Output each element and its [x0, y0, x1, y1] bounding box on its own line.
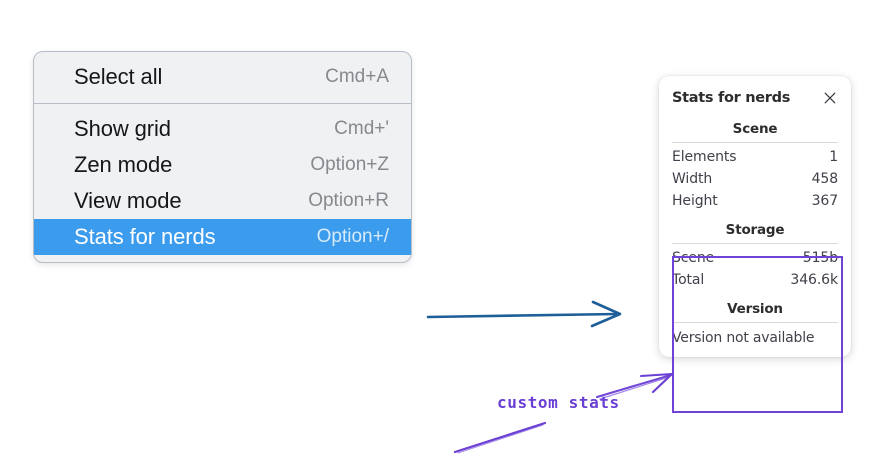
- menu-item-view-mode[interactable]: View mode Option+R: [34, 183, 411, 219]
- stats-panel-body: Scene Elements 1 Width 458 Height 367 St…: [659, 111, 851, 347]
- stats-panel-header: Stats for nerds: [659, 85, 851, 111]
- menu-item-shortcut: Option+R: [308, 190, 389, 211]
- menu-item-label: Select all: [74, 64, 163, 89]
- close-icon[interactable]: [821, 89, 839, 107]
- stats-row-value: 346.6k: [790, 272, 838, 288]
- stats-row-height: Height 367: [672, 190, 838, 212]
- section-heading: Storage: [725, 222, 785, 238]
- stats-row-width: Width 458: [672, 168, 838, 190]
- menu-item-label: Show grid: [74, 116, 171, 141]
- menu-item-stats-for-nerds[interactable]: Stats for nerds Option+/: [34, 219, 411, 255]
- stats-row-value: 458: [811, 171, 839, 187]
- stats-row-elements: Elements 1: [672, 146, 838, 168]
- section-rule: [672, 322, 838, 323]
- stats-row-key: Total: [672, 272, 705, 288]
- canvas-context-menu[interactable]: Select all Cmd+A Show grid Cmd+' Zen mod…: [33, 51, 412, 263]
- stats-row-key: Height: [672, 193, 718, 209]
- stats-section-version: Version Version not available: [672, 291, 838, 347]
- flow-arrow-icon: [426, 300, 622, 328]
- menu-group-view: Show grid Cmd+' Zen mode Option+Z View m…: [34, 104, 411, 262]
- section-heading: Version: [727, 301, 783, 317]
- menu-item-shortcut: Option+Z: [310, 154, 389, 175]
- section-rule: [672, 243, 838, 244]
- annotation-underline-stroke: [453, 421, 547, 454]
- menu-item-label: Zen mode: [74, 152, 173, 177]
- menu-divider: [34, 103, 411, 104]
- stats-panel-title: Stats for nerds: [672, 90, 791, 106]
- menu-item-label: Stats for nerds: [74, 224, 216, 249]
- section-rule: [672, 142, 838, 143]
- menu-item-show-grid[interactable]: Show grid Cmd+': [34, 111, 411, 147]
- stats-row-storage-scene: Scene 515b: [672, 247, 838, 269]
- stats-row-storage-total: Total 346.6k: [672, 269, 838, 291]
- menu-group-selection: Select all Cmd+A: [34, 52, 411, 103]
- stats-row-value: 515b: [802, 250, 838, 266]
- menu-item-zen-mode[interactable]: Zen mode Option+Z: [34, 147, 411, 183]
- menu-item-select-all[interactable]: Select all Cmd+A: [34, 59, 411, 95]
- menu-item-shortcut: Cmd+': [334, 118, 389, 139]
- stats-section-scene: Scene Elements 1 Width 458 Height 367: [672, 111, 838, 212]
- menu-item-shortcut: Option+/: [316, 226, 389, 247]
- stats-row-key: Elements: [672, 149, 737, 165]
- stats-for-nerds-panel: Stats for nerds Scene Elements 1 Width 4…: [659, 76, 851, 357]
- version-not-available-text: Version not available: [672, 330, 815, 346]
- annotation-label-custom-stats: custom stats: [497, 393, 620, 412]
- stats-row-value: 1: [829, 149, 838, 165]
- stats-row-value: 367: [811, 193, 839, 209]
- stats-row-key: Scene: [672, 250, 715, 266]
- menu-item-label: View mode: [74, 188, 182, 213]
- stats-row-key: Width: [672, 171, 713, 187]
- menu-item-shortcut: Cmd+A: [325, 66, 389, 87]
- stats-section-storage: Storage Scene 515b Total 346.6k: [672, 212, 838, 291]
- section-heading: Scene: [732, 121, 778, 137]
